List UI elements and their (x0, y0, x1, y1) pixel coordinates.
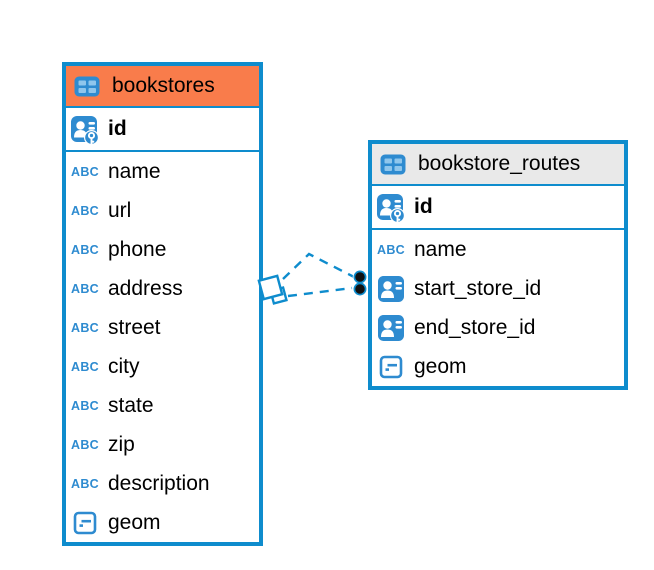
column-row-zip[interactable]: ABC zip (66, 425, 259, 464)
text-type-icon: ABC (71, 398, 99, 413)
column-row-address[interactable]: ABC address (66, 269, 259, 308)
entity-table-bookstore-routes[interactable]: bookstore_routes id ABC name (368, 140, 628, 390)
table-icon (72, 76, 102, 97)
endpoint-dot-lower (353, 282, 367, 296)
table-header-bookstores[interactable]: bookstores (66, 66, 259, 108)
column-list: ABC name start_store_id end_store_id geom (372, 230, 624, 386)
object-type-icon (376, 355, 406, 379)
column-row-street[interactable]: ABC street (66, 308, 259, 347)
primary-key-row[interactable]: id (66, 108, 259, 152)
column-name-label: street (108, 315, 161, 339)
primary-key-name: id (414, 195, 433, 218)
column-name-label: end_store_id (414, 315, 536, 339)
one-endpoint-dots[interactable] (352, 269, 368, 297)
column-row-end_store_id[interactable]: end_store_id (372, 308, 624, 347)
column-name-label: description (108, 471, 210, 495)
column-name-label: start_store_id (414, 276, 542, 300)
table-title: bookstores (112, 74, 215, 97)
column-name-label: geom (108, 510, 161, 534)
table-icon (378, 154, 408, 175)
column-name-label: name (108, 159, 161, 183)
relation-line-lower[interactable] (287, 286, 353, 298)
column-name-label: url (108, 198, 132, 222)
table-header-bookstore-routes[interactable]: bookstore_routes (372, 144, 624, 186)
column-row-phone[interactable]: ABC phone (66, 230, 259, 269)
primary-key-icon (376, 191, 406, 224)
many-endpoint-diamonds[interactable] (257, 274, 288, 305)
column-row-url[interactable]: ABC url (66, 191, 259, 230)
text-type-icon: ABC (71, 437, 99, 452)
column-name-label: zip (108, 432, 135, 456)
column-row-start_store_id[interactable]: start_store_id (372, 269, 624, 308)
column-row-description[interactable]: ABC description (66, 464, 259, 503)
column-name-label: city (108, 354, 140, 378)
reference-id-type-icon (376, 275, 406, 302)
column-row-geom[interactable]: geom (66, 503, 259, 542)
text-type-icon: ABC (71, 476, 99, 491)
text-type-icon: ABC (71, 242, 99, 257)
foreign-key-relationship-connector[interactable] (250, 242, 380, 314)
object-type-icon (70, 511, 100, 535)
column-row-city[interactable]: ABC city (66, 347, 259, 386)
reference-id-type-icon (376, 314, 406, 341)
primary-key-name: id (108, 117, 127, 140)
endpoint-dot-upper (353, 270, 367, 284)
column-row-name[interactable]: ABC name (66, 152, 259, 191)
primary-key-row[interactable]: id (372, 186, 624, 230)
table-title: bookstore_routes (418, 152, 581, 175)
column-name-label: phone (108, 237, 167, 261)
column-name-label: geom (414, 354, 467, 378)
column-row-geom[interactable]: geom (372, 347, 624, 386)
relation-line-upper[interactable] (282, 252, 355, 280)
text-type-icon: ABC (71, 320, 99, 335)
primary-key-icon (70, 113, 100, 146)
text-type-icon: ABC (71, 203, 99, 218)
text-type-icon: ABC (71, 359, 99, 374)
text-type-icon: ABC (71, 164, 99, 179)
column-name-label: name (414, 237, 467, 261)
column-row-name[interactable]: ABC name (372, 230, 624, 269)
text-type-icon: ABC (377, 242, 405, 257)
column-row-state[interactable]: ABC state (66, 386, 259, 425)
column-name-label: state (108, 393, 154, 417)
column-name-label: address (108, 276, 183, 300)
text-type-icon: ABC (71, 281, 99, 296)
